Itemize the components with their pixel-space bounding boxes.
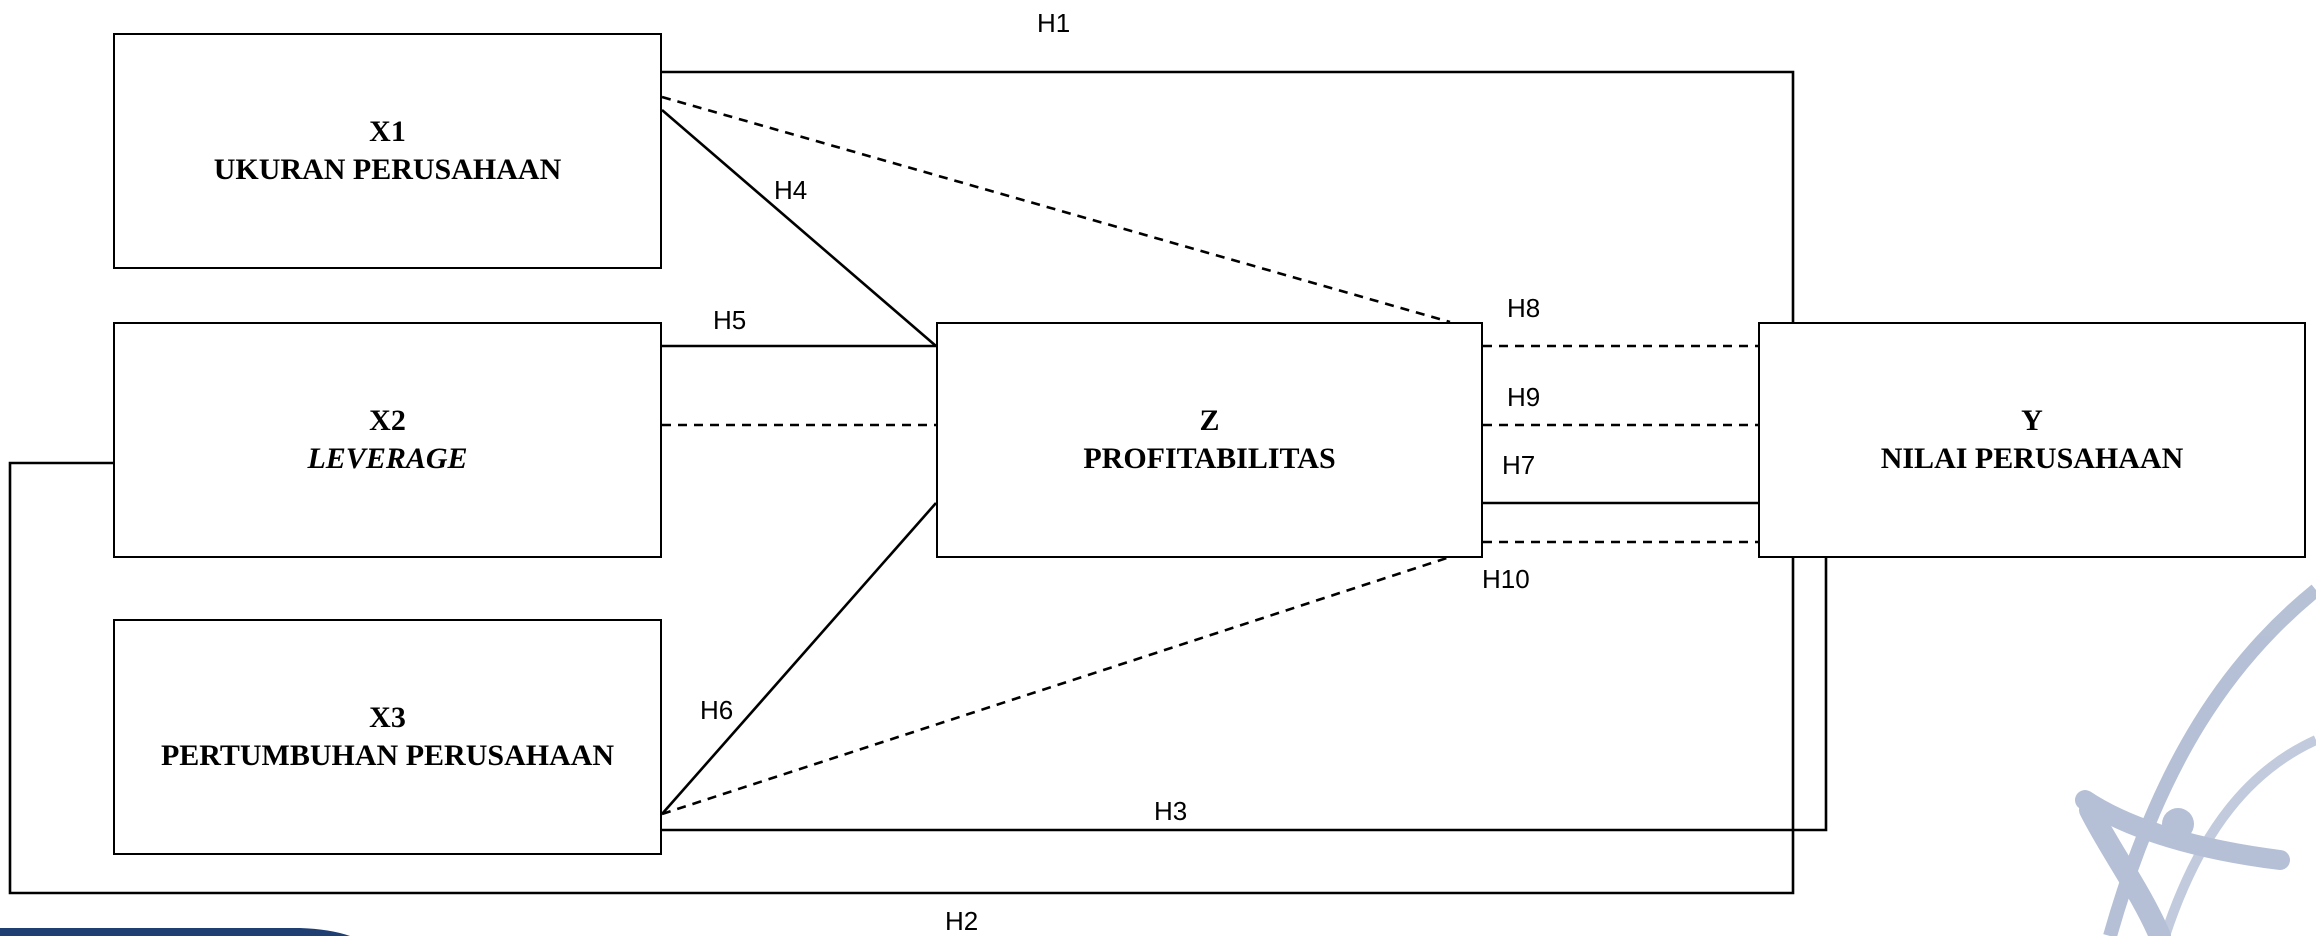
label-h3: H3	[1154, 796, 1188, 826]
box-y-name: NILAI PERUSAHAAN	[1880, 442, 2184, 475]
box-z: Z PROFITABILITAS	[936, 322, 1483, 558]
box-x3-code: X3	[369, 701, 406, 734]
label-h6: H6	[700, 695, 734, 725]
path-h1	[662, 70, 1795, 322]
label-h10: H10	[1482, 564, 1530, 594]
box-x3-name: PERTUMBUHAN PERUSAHAAN	[160, 739, 615, 772]
label-h7: H7	[1502, 450, 1536, 480]
path-h10-a	[661, 555, 1451, 816]
label-h8: H8	[1507, 293, 1541, 323]
box-x2-code: X2	[369, 404, 406, 437]
path-h6	[661, 502, 937, 815]
label-h1: H1	[1037, 8, 1071, 38]
box-x1-code: X1	[369, 115, 406, 148]
box-x3: X3 PERTUMBUHAN PERUSAHAAN	[113, 619, 662, 855]
box-y-code: Y	[2021, 404, 2043, 437]
box-x1-name: UKURAN PERUSAHAAN	[213, 153, 562, 186]
label-h5: H5	[713, 305, 747, 335]
box-x2-name: LEVERAGE	[307, 442, 468, 475]
path-h8-a	[661, 95, 1451, 324]
path-h2	[8, 461, 1795, 895]
watermark-logo	[2075, 584, 2316, 936]
banner-corner	[0, 928, 350, 936]
box-z-code: Z	[1199, 404, 1220, 437]
label-h9: H9	[1507, 382, 1541, 412]
box-y: Y NILAI PERUSAHAAN	[1758, 322, 2306, 558]
path-h4	[661, 109, 937, 347]
box-x1: X1 UKURAN PERUSAHAAN	[113, 33, 662, 269]
box-z-name: PROFITABILITAS	[1083, 442, 1336, 475]
label-h4: H4	[774, 175, 808, 205]
label-h2: H2	[945, 906, 979, 936]
box-x2: X2 LEVERAGE	[113, 322, 662, 558]
path-h3	[662, 557, 1828, 832]
